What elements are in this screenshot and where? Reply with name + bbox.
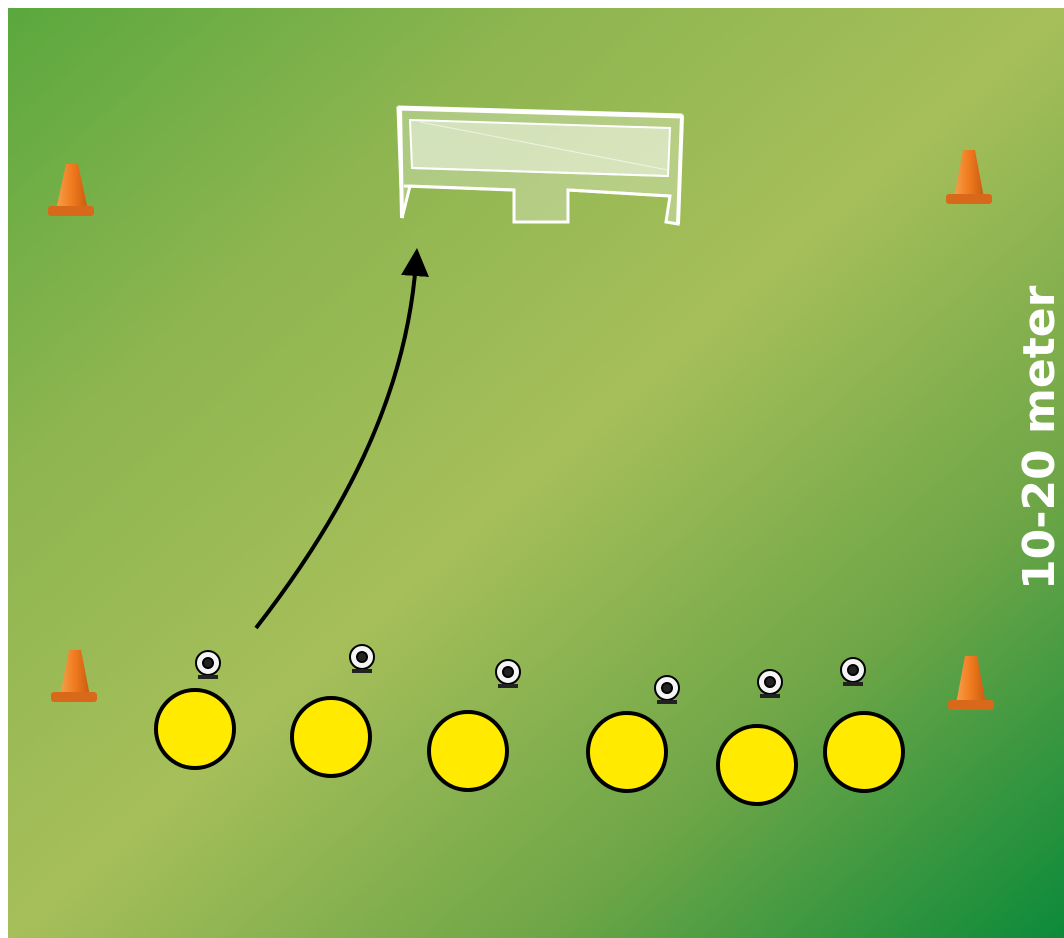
cone-bottom-left (51, 650, 97, 702)
shot-arrow (254, 248, 429, 630)
soccer-ball-icon (349, 644, 375, 673)
player-marker (823, 711, 905, 793)
player-marker (154, 688, 236, 770)
soccer-ball-icon (654, 675, 680, 704)
player-marker (427, 710, 509, 792)
soccer-ball-icon (757, 669, 783, 698)
distance-label: 10-20 meter (1014, 285, 1064, 590)
cone-top-right (946, 150, 992, 204)
cone-top-left (48, 164, 94, 216)
goal-icon (396, 105, 684, 226)
player-marker (290, 696, 372, 778)
cone-bottom-right (948, 656, 994, 710)
soccer-ball-icon (195, 650, 221, 679)
soccer-ball-icon (840, 657, 866, 686)
player-marker (716, 724, 798, 806)
player-marker (586, 711, 668, 793)
soccer-ball-icon (495, 659, 521, 688)
